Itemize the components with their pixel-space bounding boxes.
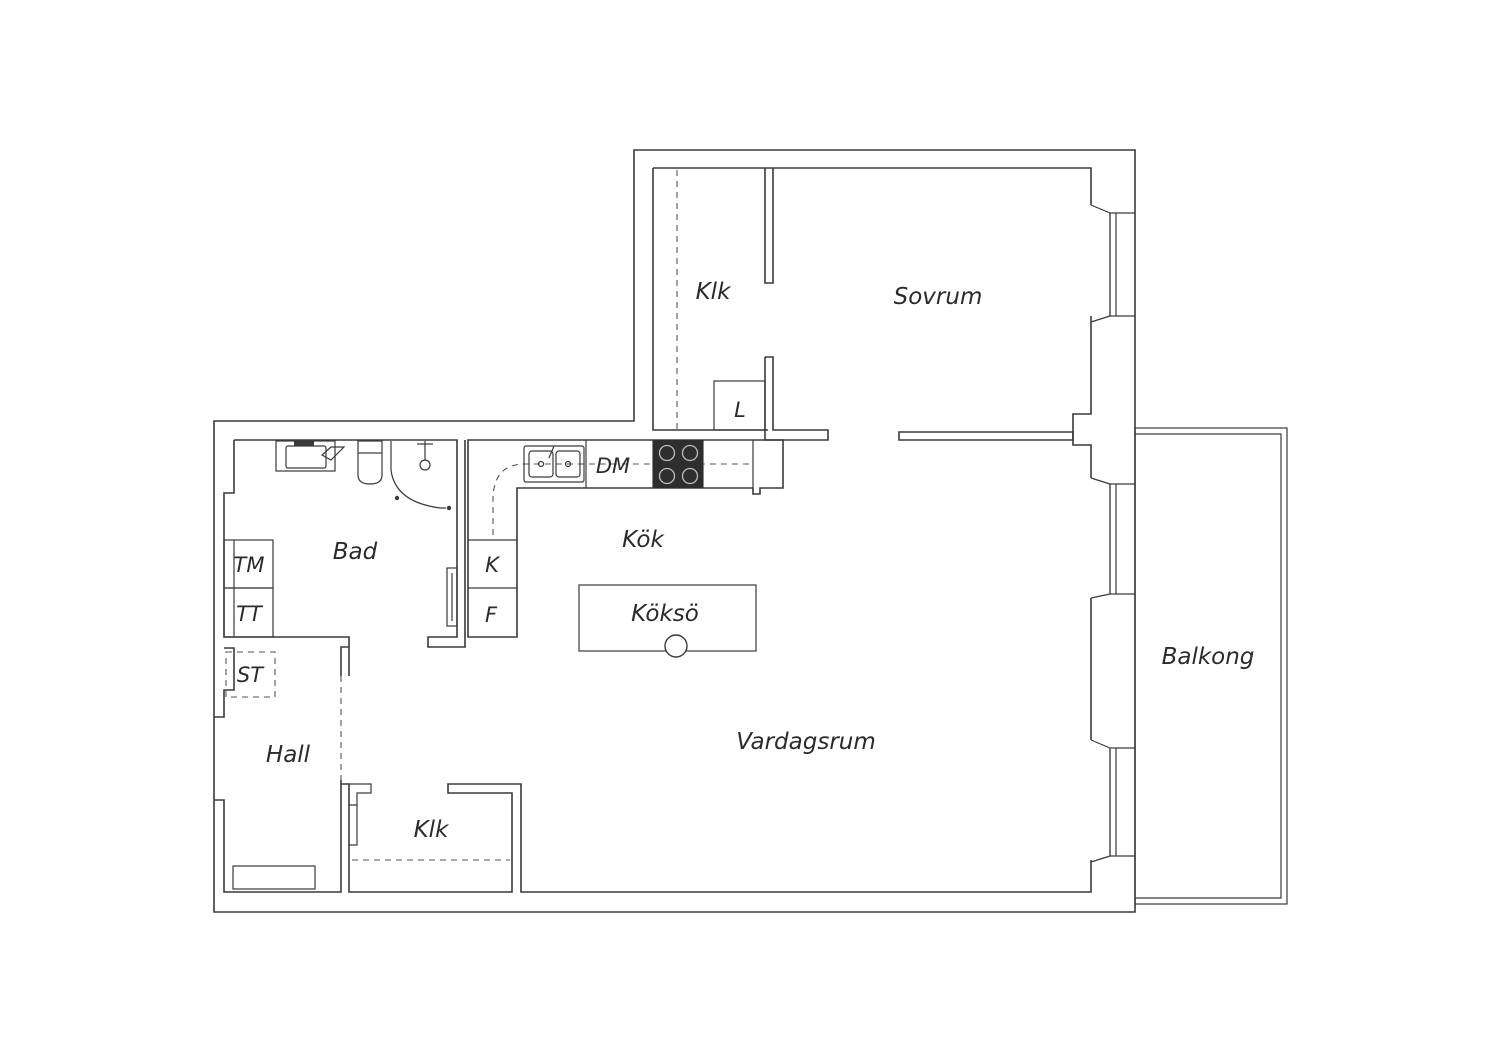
hall-bench <box>232 865 316 890</box>
double-sink-icon <box>523 445 585 483</box>
label-f: F <box>485 603 498 627</box>
room-label-vardagsrum: Vardagsrum <box>736 729 876 755</box>
room-label-sovrum: Sovrum <box>894 284 983 310</box>
label-koksö: Köksö <box>631 601 699 627</box>
shower-icon <box>390 441 452 511</box>
label-l: L <box>734 398 746 422</box>
room-label-kok: Kök <box>622 527 665 553</box>
room-label-klk-top: Klk <box>696 279 732 305</box>
outer-walls <box>213 149 1136 913</box>
room-label-hall: Hall <box>266 742 311 768</box>
windows <box>1090 204 1135 863</box>
stove-icon <box>653 440 703 488</box>
label-dm: DM <box>596 454 630 478</box>
label-tm: TM <box>234 553 265 577</box>
kitchen-island <box>578 584 757 658</box>
st-cabinet <box>225 651 276 698</box>
room-label-bad: Bad <box>333 539 378 565</box>
washbasin-icon <box>275 440 346 472</box>
balcony <box>1134 427 1288 905</box>
bathroom-walls <box>214 439 466 893</box>
label-st: ST <box>237 663 265 687</box>
laundry-units <box>223 539 274 638</box>
room-label-klk-bottom: Klk <box>414 817 450 843</box>
label-k: K <box>485 553 501 577</box>
label-tt: TT <box>236 602 264 626</box>
room-label-balkong: Balkong <box>1162 644 1255 670</box>
toilet-icon <box>357 440 383 485</box>
